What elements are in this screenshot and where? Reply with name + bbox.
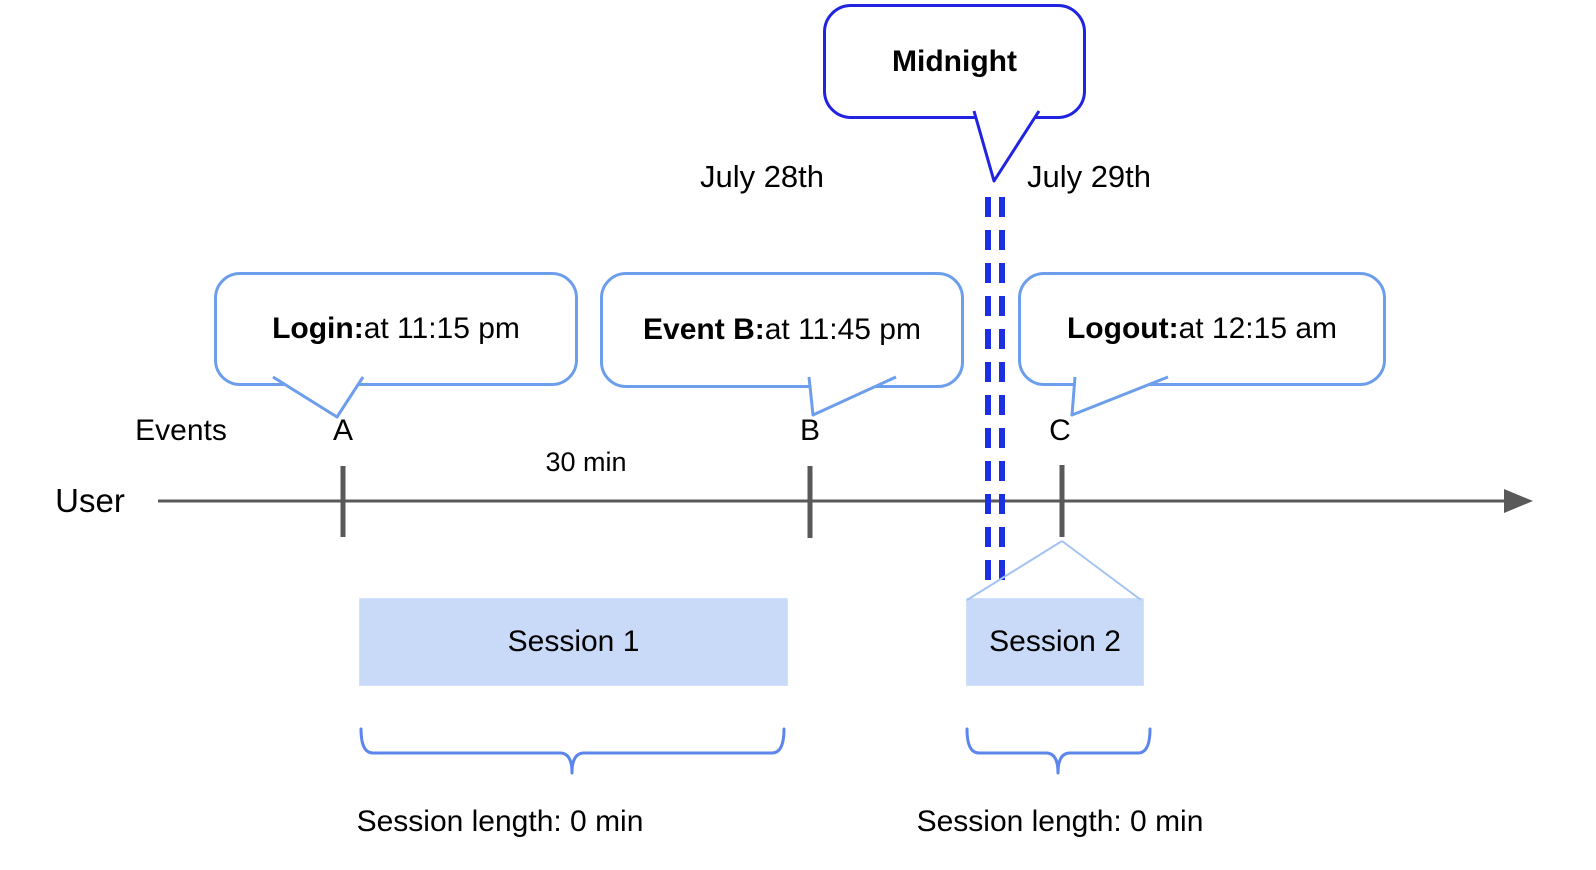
event-b-callout-time: at 11:45 pm: [764, 313, 921, 346]
login-callout-time: at 11:15 pm: [363, 312, 520, 345]
interval-30min-label: 30 min: [545, 447, 627, 477]
logout-callout-bubble: Logout: at 12:15 am: [1018, 272, 1386, 386]
login-callout-title: Login:: [272, 312, 364, 345]
timeline-arrowhead-icon: [1504, 489, 1533, 513]
session-1-label: Session 1: [507, 625, 640, 658]
midnight-callout-label: Midnight: [892, 44, 1017, 78]
event-label-c: C: [1049, 414, 1071, 447]
date-label-july-28: July 28th: [699, 159, 825, 194]
session-1-brace: [359, 727, 786, 775]
session-2-pointer-line-right: [1061, 540, 1142, 601]
session-2-pointer-line-left: [966, 540, 1063, 601]
events-axis-label: Events: [135, 414, 227, 447]
session-1-box: Session 1: [359, 598, 788, 686]
session-2-label: Session 2: [989, 625, 1121, 658]
session-2-brace: [965, 727, 1152, 775]
session-1-length-label: Session length: 0 min: [356, 805, 644, 838]
session-2-box: Session 2: [966, 598, 1144, 686]
event-label-b: B: [799, 414, 820, 447]
logout-callout-time: at 12:15 am: [1178, 312, 1338, 345]
event-b-callout-bubble: Event B: at 11:45 pm: [600, 272, 964, 388]
event-label-a: A: [332, 414, 353, 447]
date-label-july-29: July 29th: [1026, 159, 1152, 194]
session-2-length-label: Session length: 0 min: [916, 805, 1204, 838]
midnight-callout-bubble: Midnight: [823, 4, 1086, 119]
logout-callout-title: Logout:: [1066, 312, 1179, 345]
user-axis-label: User: [55, 482, 125, 519]
event-b-callout-title: Event B:: [643, 313, 765, 346]
login-callout-bubble: Login: at 11:15 pm: [214, 272, 578, 386]
